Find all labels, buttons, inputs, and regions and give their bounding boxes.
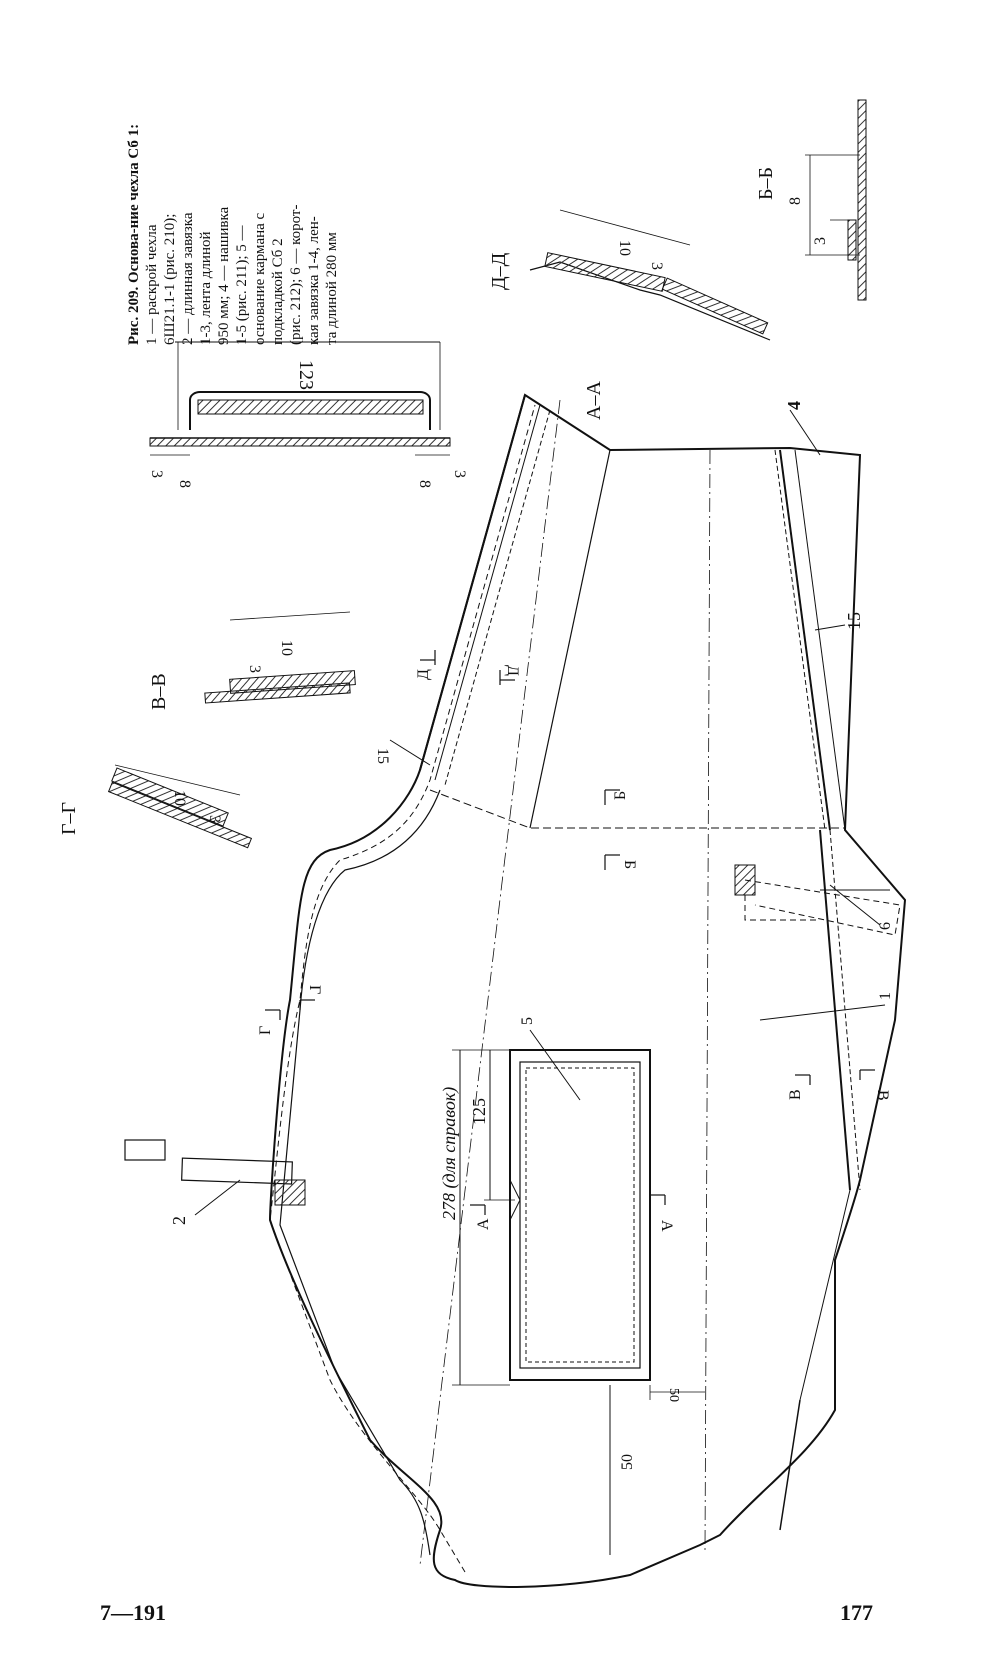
caption-line: 1-3, лента длиной [198,231,214,345]
cut-d-1: Д [415,669,432,680]
section-vv-detail [204,611,356,704]
section-gg-detail [107,764,253,849]
page-number-right: 177 [840,1600,873,1625]
center-line-2 [704,449,711,1551]
dim-aa-8-right: 8 [416,480,433,488]
fold-line [429,789,845,829]
dim-bb-8: 8 [787,197,804,205]
caption-line: та длиной 280 мм [324,232,340,345]
dim-aa-3-right: 3 [451,470,468,478]
dim-vv-10: 10 [278,640,295,656]
figure-caption: Рис. 209. Основа-ние чехла Сб 1: 1 — рас… [125,75,395,345]
caption-line: 2 — длинная завязка [180,212,196,345]
cut-a-1: А [475,1218,492,1230]
cover-seam [269,404,536,1573]
label-aa: А–А [583,381,605,420]
dim-dd-3: 3 [648,262,665,270]
callout-6: 6 [877,922,894,930]
callout-1: 1 [877,992,894,1000]
section-bb-detail [805,99,867,301]
dim-aa-width: 123 [295,360,317,390]
dim-gg-3: 3 [206,815,223,823]
cut-d-2: Д [504,665,521,676]
cover-edge-inner [279,789,441,1556]
label-bb: Б–Б [755,167,777,200]
dim-pocket-125: 125 [469,1098,489,1125]
callout-2: 2 [169,1216,189,1225]
label-gg: Г–Г [58,802,80,835]
pocket-outer [509,1049,651,1381]
caption-line: 1 — раскрой чехла [144,224,160,345]
caption-line: 1-5 (рис. 211); 5 — [234,225,250,345]
callout-4: 4 [784,401,804,410]
dim-aa-8-left: 8 [176,480,193,488]
center-line-1 [419,399,561,1566]
label-vv: В–В [148,673,170,710]
dim-vv-3: 3 [246,665,263,673]
dim-bottom-50: 50 [619,1454,636,1470]
dim-gg-10: 10 [171,790,188,806]
dim-right-15: 15 [844,612,864,630]
cut-b-1: Б [612,791,629,800]
caption-line: 6Ш21.1-1 (рис. 210); [162,213,178,345]
cut-a-2: А [658,1220,675,1232]
caption-line: основание кармана с [252,212,268,345]
caption-title: Рис. 209. Основа-ние чехла Сб 1: [126,123,142,345]
page-number-left: 7—191 [100,1600,166,1625]
pocket-inner [519,1061,641,1369]
caption-line: 950 мм; 4 — нашивка [216,206,232,345]
dim-top-15: 15 [374,748,391,764]
cut-v-1: В [787,1089,804,1100]
caption-line: кая завязка 1-4, лен- [306,216,322,345]
cut-g-1: Г [257,1026,274,1035]
section-dd-detail [529,209,771,341]
label-dd: Д–Д [488,252,510,290]
dim-aa-3-left: 3 [148,470,165,478]
dim-reference-278: 278 (для справок) [439,1087,460,1220]
dim-bottom-50b: 50 [666,1388,681,1402]
cut-v-2: В [874,1090,891,1101]
dim-dd-10: 10 [616,240,633,256]
caption-line: (рис. 212); 6 — корот- [288,204,304,345]
cut-g-2: Г [306,985,323,994]
callout-5: 5 [519,1017,536,1025]
dim-bb-3: 3 [812,237,829,245]
cover-outline [268,393,907,1588]
section-aa-detail [149,341,451,456]
caption-line: подкладкой Сб 2 [270,238,286,345]
cut-b-2: Б [621,860,638,869]
